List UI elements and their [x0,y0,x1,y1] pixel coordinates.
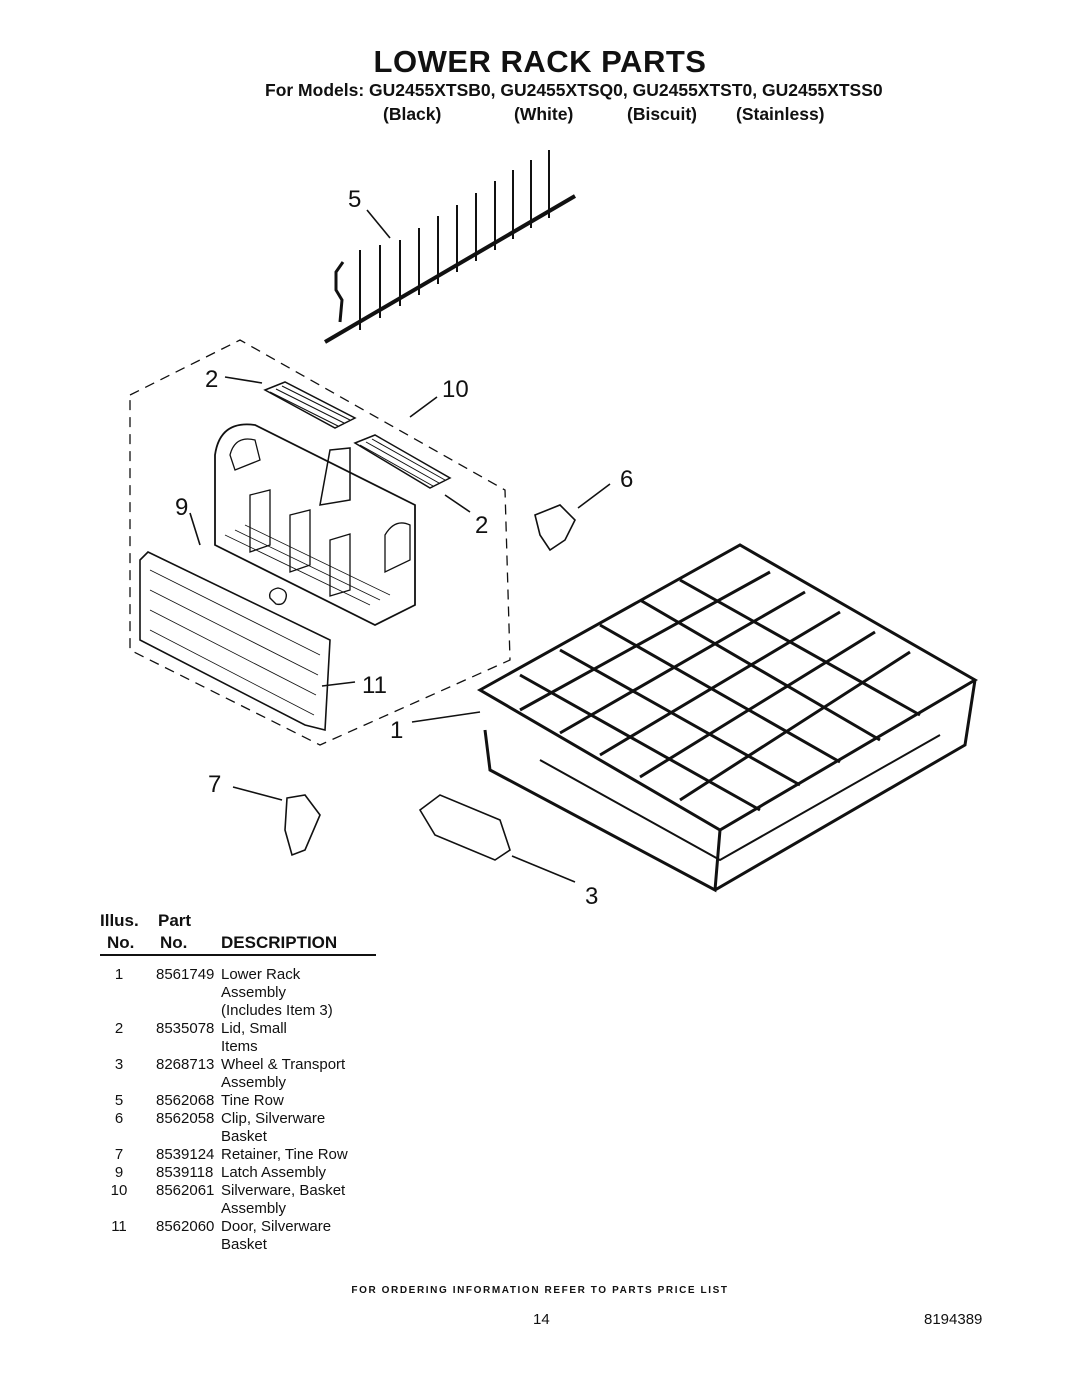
header-description: DESCRIPTION [221,933,338,952]
leader-lines [189,209,611,883]
wheel-transport-illustration [418,794,511,861]
clip-illustration [534,504,576,552]
callout-3: 3 [585,883,599,910]
header-part: Part [158,911,192,930]
door-illustration [139,551,331,732]
header-illus: Illus. [100,911,139,930]
callout-7: 7 [208,771,222,798]
lid-small-items-illustration [263,381,452,489]
ordering-footer: FOR ORDERING INFORMATION REFER TO PARTS … [351,1285,729,1296]
silverware-basket-illustration [214,423,416,627]
header-rule [100,954,376,956]
callout-10: 10 [442,376,469,403]
exploded-parts-diagram [129,150,978,893]
callout-6: 6 [620,466,634,493]
page-number: 14 [533,1311,550,1328]
callout-9: 9 [175,494,189,521]
color-biscuit: (Biscuit) [627,104,697,124]
models-line: For Models: GU2455XTSB0, GU2455XTSQ0, GU… [265,80,883,100]
header-part-no: No. [160,933,188,952]
color-black: (Black) [383,104,442,124]
color-white: (White) [514,104,574,124]
callout-11: 11 [362,672,387,699]
callout-5: 5 [348,186,362,213]
callout-2-right: 2 [475,512,489,539]
lower-rack-illustration [476,543,978,893]
callout-1: 1 [390,717,404,744]
header-illus-no: No. [107,933,135,952]
retainer-illustration [284,794,321,857]
color-stainless: (Stainless) [736,104,825,124]
document-number: 8194389 [924,1311,983,1328]
page-title: LOWER RACK PARTS [373,44,707,79]
tine-row-illustration [323,150,577,344]
callout-2-top: 2 [205,366,219,393]
